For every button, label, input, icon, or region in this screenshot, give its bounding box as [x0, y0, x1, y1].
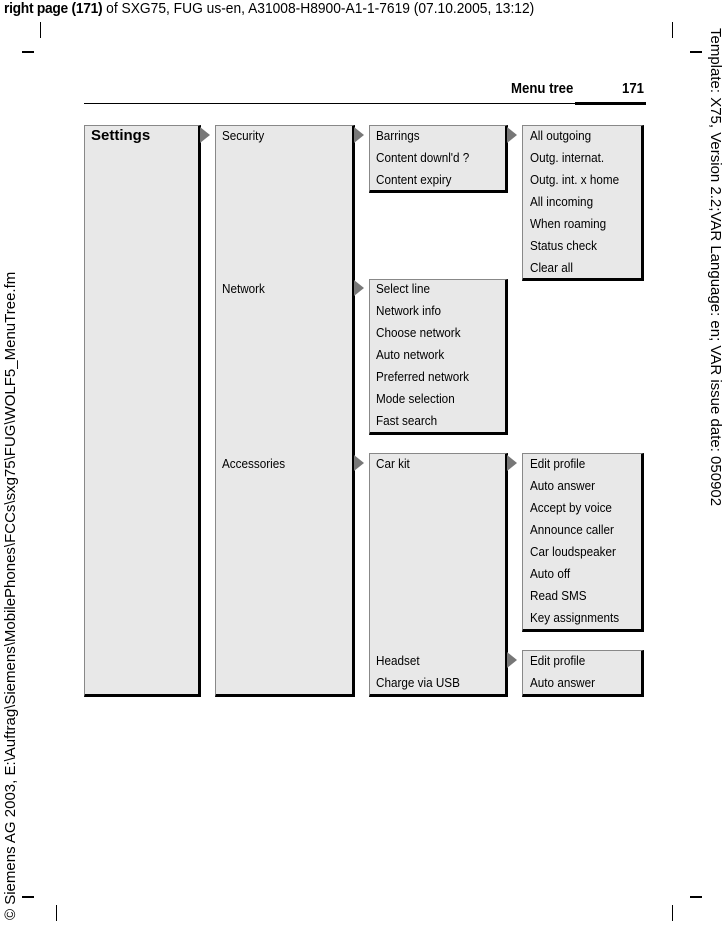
menu-item[interactable]: Content downl'd ? — [376, 150, 470, 165]
arrow-right-icon — [507, 455, 517, 471]
crop-mark — [672, 905, 673, 921]
menu-item[interactable]: Outg. internat. — [530, 150, 605, 165]
crop-mark — [22, 896, 34, 898]
menu-item[interactable]: Accept by voice — [530, 500, 612, 515]
crop-mark — [672, 22, 673, 38]
crop-mark — [40, 22, 41, 38]
document-header: right page (171) of SXG75, FUG us-en, A3… — [4, 0, 534, 17]
side-left-text: © Siemens AG 2003, E:\Auftrag\Siemens\Mo… — [2, 271, 19, 920]
side-right-text: Template: X75, Version 2.2;VAR Language:… — [707, 28, 724, 507]
menu-box-network — [369, 279, 508, 435]
menu-item[interactable]: Edit profile — [530, 653, 586, 668]
menu-item[interactable]: Status check — [530, 238, 597, 253]
menu-box-accessories — [369, 453, 508, 697]
arrow-right-icon — [507, 127, 517, 143]
menu-item[interactable]: Accessories — [222, 456, 286, 471]
menu-item[interactable]: Content expiry — [376, 172, 452, 187]
menu-item[interactable]: Preferred network — [376, 369, 469, 384]
menu-item[interactable]: Outg. int. x home — [530, 172, 620, 187]
menu-item[interactable]: Auto answer — [530, 675, 596, 690]
header-rule-thick — [575, 102, 646, 105]
menu-item[interactable]: Car kit — [376, 456, 410, 471]
menu-item[interactable]: Auto off — [530, 566, 571, 581]
arrow-right-icon — [507, 652, 517, 668]
menu-item[interactable]: Car loudspeaker — [530, 544, 616, 559]
crop-mark — [56, 905, 57, 921]
menu-item[interactable]: Auto network — [376, 347, 445, 362]
menu-item[interactable]: Select line — [376, 281, 430, 296]
crop-mark — [22, 51, 34, 53]
arrow-right-icon — [354, 455, 364, 471]
menu-item[interactable]: Security — [222, 128, 265, 143]
menu-item[interactable]: Key assignments — [530, 610, 620, 625]
crop-mark — [690, 51, 702, 53]
menu-item[interactable]: Clear all — [530, 260, 573, 275]
arrow-right-icon — [354, 127, 364, 143]
menu-box-settings — [84, 125, 201, 697]
menu-box-level2 — [215, 125, 355, 697]
section-title: Menu tree — [511, 80, 574, 97]
page-number: 171 — [622, 80, 645, 97]
menu-item[interactable]: Network — [222, 281, 265, 296]
menu-box-headset — [522, 650, 644, 697]
menu-item[interactable]: Charge via USB — [376, 675, 460, 690]
menu-item[interactable]: Headset — [376, 653, 420, 668]
menu-box-carkit — [522, 453, 644, 632]
menu-box-security — [369, 125, 508, 193]
arrow-right-icon — [354, 280, 364, 296]
menu-item[interactable]: Settings — [91, 127, 151, 144]
header-rule — [84, 103, 646, 104]
menu-item[interactable]: All incoming — [530, 194, 594, 209]
menu-item[interactable]: Auto answer — [530, 478, 596, 493]
header-info: of SXG75, FUG us-en, A31008-H8900-A1-1-7… — [102, 0, 535, 17]
menu-item[interactable]: Barrings — [376, 128, 420, 143]
menu-item[interactable]: All outgoing — [530, 128, 592, 143]
menu-item[interactable]: Read SMS — [530, 588, 587, 603]
arrow-right-icon — [200, 127, 210, 143]
menu-item[interactable]: Mode selection — [376, 391, 455, 406]
menu-item[interactable]: Announce caller — [530, 522, 614, 537]
menu-item[interactable]: Choose network — [376, 325, 461, 340]
header-page: right page (171) — [4, 0, 103, 17]
menu-item[interactable]: When roaming — [530, 216, 607, 231]
menu-box-barrings — [522, 125, 644, 281]
menu-item[interactable]: Network info — [376, 303, 442, 318]
menu-item[interactable]: Fast search — [376, 413, 438, 428]
crop-mark — [690, 896, 702, 898]
menu-item[interactable]: Edit profile — [530, 456, 586, 471]
